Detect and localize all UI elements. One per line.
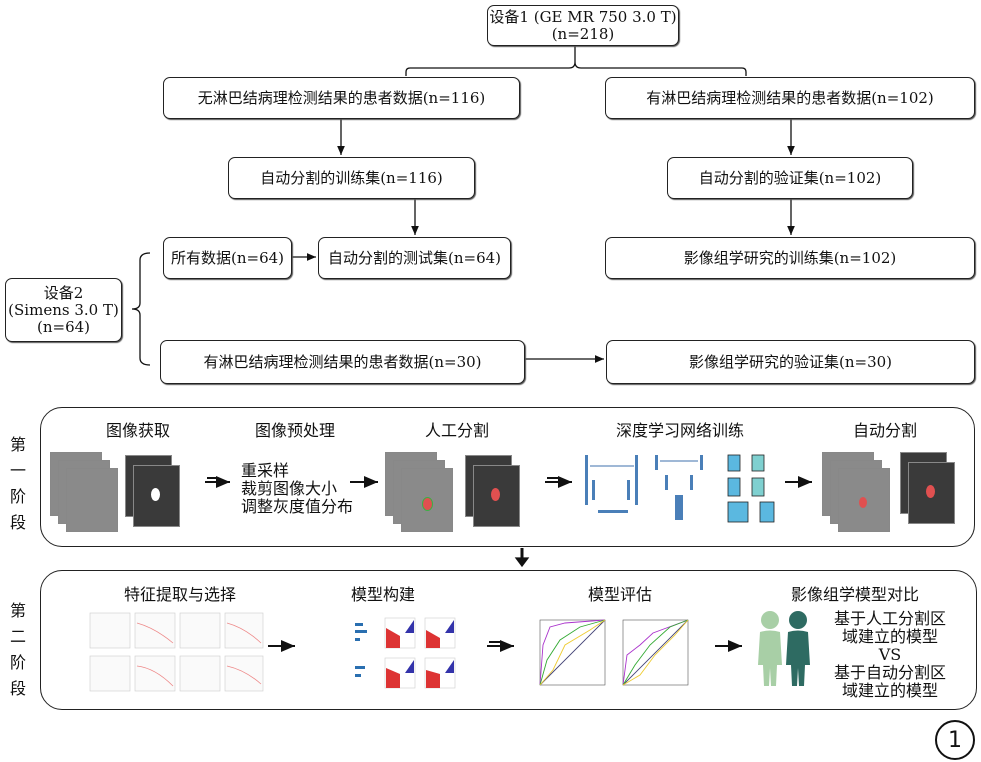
device1-count: (n=218) (551, 24, 615, 43)
auto-model-label: 基于自动分割区域建立的模型 (833, 663, 946, 700)
device1-name: 设备1 (GE MR 750 3.0 T) (489, 7, 677, 26)
device1-box: 设备1 (GE MR 750 3.0 T) (n=218) (487, 5, 679, 46)
manual-model-label: 基于人工分割区域建立的模型 (833, 609, 946, 646)
people-icon (758, 611, 810, 686)
step-model-comparison: 影像组学模型对比 (790, 585, 919, 604)
auto-seg-test-box: 自动分割的测试集(n=64) (318, 237, 511, 279)
step-auto-seg: 自动分割 (852, 421, 917, 440)
figure-number: 1 (948, 728, 962, 753)
preprocess-crop: 裁剪图像大小 (241, 479, 338, 498)
stage2-label: 第二阶段 (9, 601, 26, 698)
device2-box: 设备2 (Simens 3.0 T) (n=64) (5, 278, 122, 342)
preprocess-list: 重采样 裁剪图像大小 调整灰度值分布 (241, 462, 353, 516)
comparison-text: 基于人工分割区域建立的模型 VS 基于自动分割区域建立的模型 (830, 610, 950, 700)
device2-model: (Simens 3.0 T) (8, 300, 119, 319)
device2-count: (n=64) (36, 317, 91, 336)
model-building-thumbnail (355, 617, 456, 689)
preprocess-resample: 重采样 (241, 461, 290, 480)
step-feature-selection: 特征提取与选择 (123, 585, 236, 604)
vs-label: VS (878, 645, 902, 664)
step-manual-seg: 人工分割 (424, 421, 489, 440)
device2-bracket (131, 252, 151, 366)
split-bracket (405, 44, 747, 76)
step-dl-training: 深度学习网络训练 (615, 421, 744, 440)
stage2-panel (40, 570, 977, 710)
stage1-panel (40, 407, 975, 547)
step-model-evaluation: 模型评估 (587, 585, 652, 604)
stage-arrows (205, 476, 812, 652)
ln-data-2-box: 有淋巴结病理检测结果的患者数据(n=30) (160, 340, 525, 384)
unet-diagram (585, 454, 775, 523)
ln-data-box: 有淋巴结病理检测结果的患者数据(n=102) (605, 77, 975, 119)
auto-seg-train-box: 自动分割的训练集(n=116) (228, 157, 475, 199)
step-preprocessing: 图像预处理 (254, 421, 335, 440)
radiomics-train-box: 影像组学研究的训练集(n=102) (605, 237, 975, 279)
stage1-label: 第一阶段 (9, 435, 26, 532)
no-ln-data-box: 无淋巴结病理检测结果的患者数据(n=116) (163, 77, 520, 119)
all-data-box: 所有数据(n=64) (163, 237, 292, 279)
step-model-building: 模型构建 (350, 585, 415, 604)
step-image-acquisition: 图像获取 (105, 421, 170, 440)
roc-curves-thumbnail (539, 619, 689, 686)
figure-number-circle (935, 720, 975, 760)
radiomics-val-box: 影像组学研究的验证集(n=30) (606, 340, 975, 384)
preprocess-intensity: 调整灰度值分布 (241, 497, 354, 516)
device2-name: 设备2 (43, 283, 84, 302)
lasso-plots-thumbnail (89, 612, 264, 692)
auto-seg-val-box: 自动分割的验证集(n=102) (667, 157, 913, 199)
